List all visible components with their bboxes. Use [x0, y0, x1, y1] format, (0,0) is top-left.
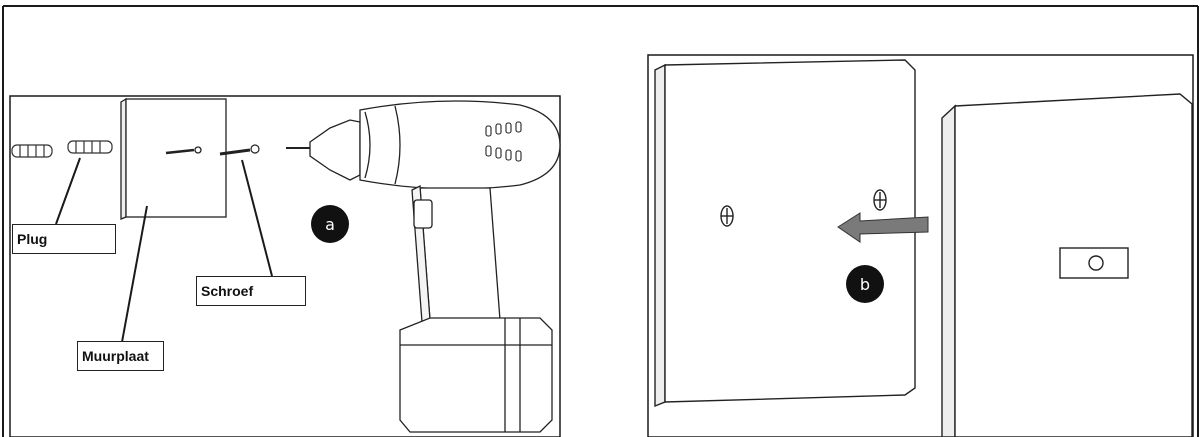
left-panel	[10, 96, 560, 437]
front-cover-icon	[942, 94, 1192, 437]
muurplaat-label: Muurplaat	[77, 341, 164, 371]
right-panel	[648, 55, 1193, 437]
schroef-label: Schroef	[196, 276, 306, 306]
wall-plate-icon	[121, 99, 226, 219]
plug-label: Plug	[12, 224, 116, 254]
step-badge-a: a	[311, 205, 349, 243]
step-badge-b: b	[846, 265, 884, 303]
